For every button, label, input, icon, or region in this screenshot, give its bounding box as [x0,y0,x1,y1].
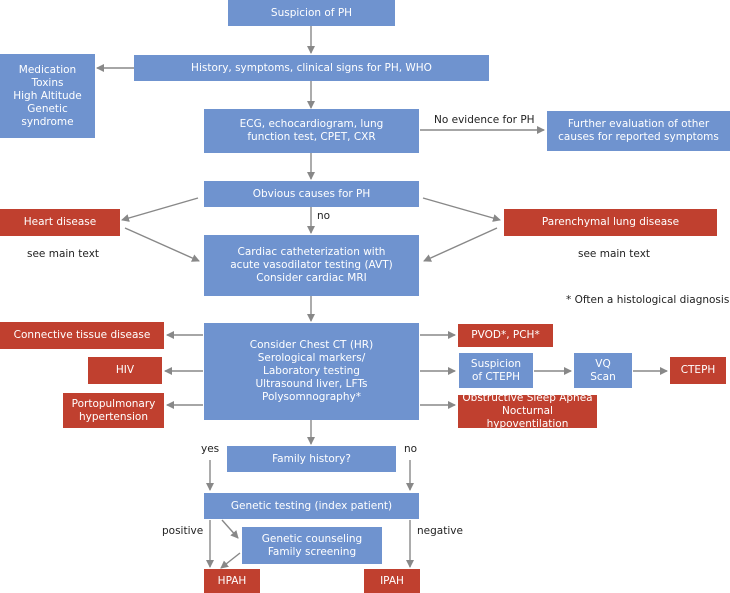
pvod-pch-box: PVOD*, PCH* [458,324,553,347]
see-main-text-left-label: see main text [27,248,100,260]
parenchymal-lung-disease-box: Parenchymal lung disease [504,209,717,236]
cteph-suspicion-box: Suspicion of CTEPH [459,353,533,388]
cardiac-catheterization-box: Cardiac catheterization with acute vasod… [204,235,419,296]
obstructive-sleep-apnea-box: Obstructive Sleep Apnea Nocturnal hypove… [458,392,597,430]
portopulmonary-hypertension-box: Portopulmonary hypertension [63,393,164,428]
family-history-box: Family history? [227,446,396,472]
further-evaluation-box: Further evaluation of other causes for r… [547,111,730,151]
footnote-label: * Often a histological diagnosis [566,294,730,306]
cteph-box: CTEPH [670,357,726,384]
obvious-causes-box: Obvious causes for PH [204,181,419,207]
see-main-text-right-label: see main text [578,248,651,260]
no-family-label: no [404,443,418,455]
chest-ct-serology-box: Consider Chest CT (HR) Serological marke… [204,323,419,420]
suspicion-of-ph-box: Suspicion of PH [228,0,395,26]
negative-label: negative [417,525,463,537]
genetic-testing-box: Genetic testing (index patient) [204,493,419,519]
hpah-box: HPAH [204,569,260,593]
hiv-box: HIV [88,357,162,384]
vq-scan-box: VQ Scan [574,353,632,388]
genetic-counseling-box: Genetic counseling Family screening [242,527,382,564]
ipah-box: IPAH [364,569,420,593]
yes-label: yes [201,443,220,455]
medication-toxins-box: Medication Toxins High Altitude Genetic … [0,54,95,138]
arrow-heart-cath [124,227,200,262]
heart-disease-box: Heart disease [0,209,120,236]
arrow-lung-cath [423,227,498,262]
arrow-obvious-heart [121,197,199,222]
arrow-obvious-lung [422,197,501,222]
no-label: no [317,210,331,222]
positive-label: positive [162,525,204,537]
no-evidence-label: No evidence for PH [434,114,535,126]
arrow-genetic-counsel [221,519,239,539]
ecg-echocardiogram-box: ECG, echocardiogram, lung function test,… [204,109,419,153]
history-symptoms-box: History, symptoms, clinical signs for PH… [134,55,489,81]
arrow-counsel-hpah [220,552,241,569]
connective-tissue-disease-box: Connective tissue disease [0,322,164,349]
